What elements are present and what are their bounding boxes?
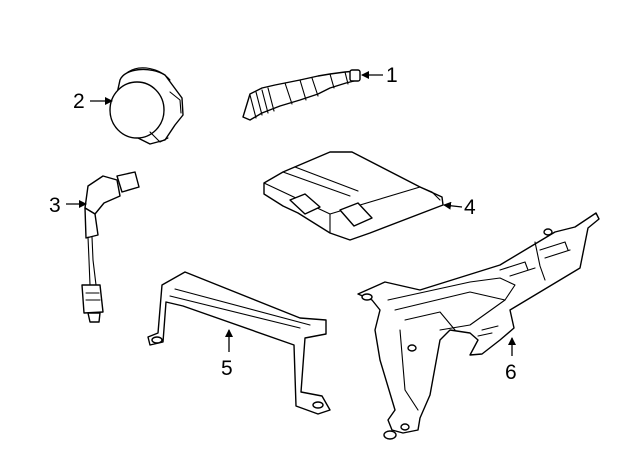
callout-1: 1 bbox=[386, 64, 398, 87]
callout-6: 6 bbox=[505, 361, 517, 384]
callout-2: 2 bbox=[73, 90, 85, 113]
module-bracket-drawing bbox=[147, 271, 331, 415]
callout-3: 3 bbox=[49, 194, 61, 217]
callout-5: 5 bbox=[221, 357, 233, 380]
callout-4: 4 bbox=[464, 196, 476, 219]
crankshaft-sensor-drawing bbox=[81, 171, 140, 323]
mounting-bracket-drawing bbox=[357, 212, 600, 440]
ignition-coil-drawing bbox=[109, 67, 184, 145]
spark-plug-drawing bbox=[242, 69, 361, 121]
leader-4 bbox=[443, 201, 463, 210]
control-module-drawing bbox=[263, 151, 444, 241]
